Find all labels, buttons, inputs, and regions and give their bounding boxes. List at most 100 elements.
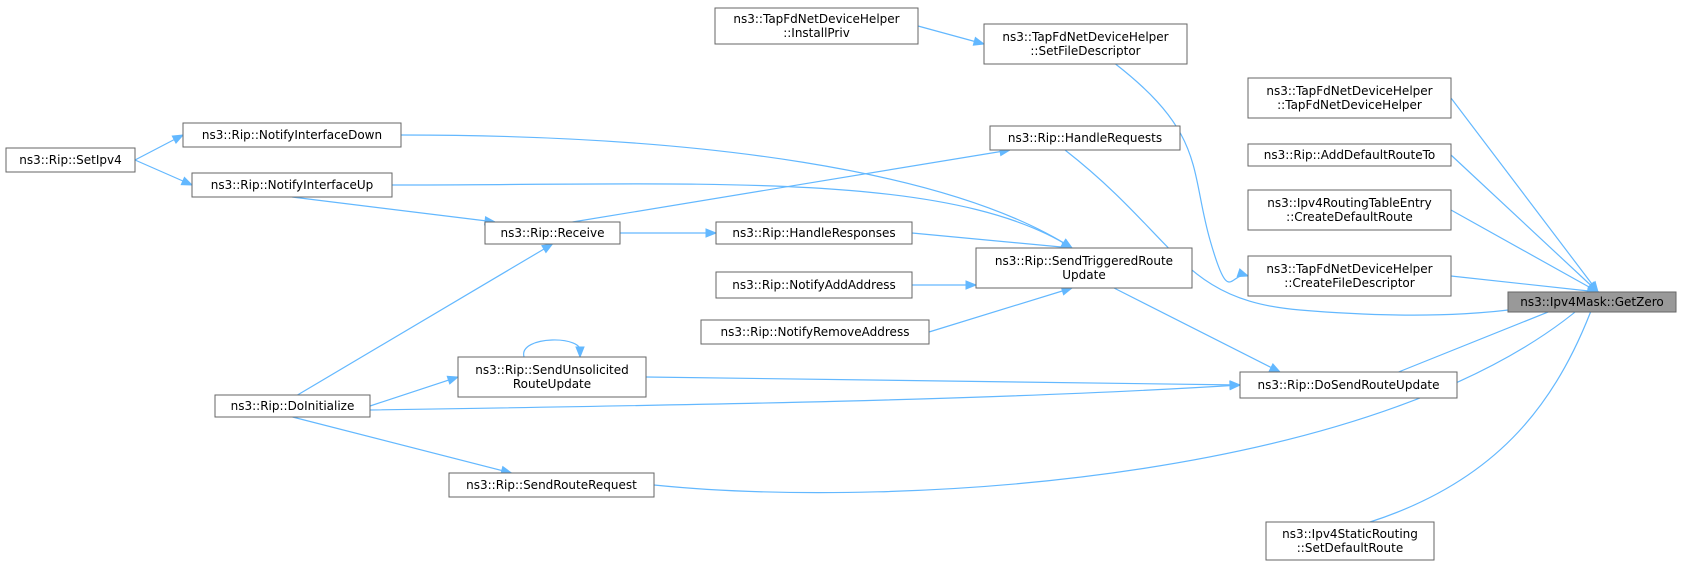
edge-line [1450,97,1599,293]
node-label: Update [1062,268,1105,282]
node-box [457,356,647,398]
edge-arrowhead [965,280,978,290]
edge-SetIpv4-to-NotifyInterfaceUp [134,159,194,186]
node-box [983,23,1188,65]
edge-SendUnsolicited-to-SendUnsolicited [523,339,585,359]
edge-line [653,291,1599,494]
node-box [1239,371,1458,399]
edge-line [911,232,1073,249]
edge-arrowhead [446,375,460,385]
node-add-default-route-to[interactable]: ns3::Rip::AddDefaultRouteTo [1247,143,1452,167]
edge-Receive-to-HandleRequests [572,147,1012,223]
node-label: ns3::Rip::Receive [501,226,605,240]
node-box [1265,521,1435,561]
node-box [700,319,930,345]
edge-DoInitialize-to-Receive [297,243,554,396]
node-box [1507,291,1677,313]
node-get-zero[interactable]: ns3::Ipv4Mask::GetZero [1507,291,1677,313]
node-create-file-descriptor[interactable]: ns3::TapFdNetDeviceHelper::CreateFileDes… [1247,255,1452,297]
node-set-default-route[interactable]: ns3::Ipv4StaticRouting::SetDefaultRoute [1265,521,1435,561]
edge-line [572,149,1011,223]
edge-line [291,196,496,223]
node-set-file-descriptor[interactable]: ns3::TapFdNetDeviceHelper::SetFileDescri… [983,23,1188,65]
edge-line [928,287,1073,333]
node-create-default-route[interactable]: ns3::Ipv4RoutingTableEntry::CreateDefaul… [1247,189,1452,231]
node-label: ::CreateDefaultRoute [1286,210,1413,224]
edge-SetDefaultRoute-to-GetZero [1369,290,1599,523]
node-box [715,221,913,245]
node-box [191,172,393,198]
edge-arrowhead [180,176,194,186]
edge-line [1450,275,1599,293]
edge-NotifyAddAddress-to-SendTriggered [912,280,978,290]
node-receive[interactable]: ns3::Rip::Receive [484,221,621,245]
node-box [1247,143,1452,167]
edge-NotifyRemoveAddress-to-SendTriggered [928,286,1074,333]
node-label: ns3::Rip::SendRouteRequest [466,478,637,492]
node-box [989,125,1181,151]
edge-arrowhead [1229,380,1242,391]
node-label: ns3::Rip::DoSendRouteUpdate [1257,378,1439,392]
node-label: ns3::Rip::NotifyAddAddress [732,278,895,292]
node-install-priv[interactable]: ns3::TapFdNetDeviceHelper::InstallPriv [714,7,919,45]
node-label: ns3::Rip::NotifyRemoveAddress [721,325,910,339]
node-notify-interface-up[interactable]: ns3::Rip::NotifyInterfaceUp [191,172,393,198]
edge-DoInitialize-to-SendRouteRequest [292,416,513,475]
node-box [214,394,371,418]
edge-SetFileDescriptor-to-CreateFileDescriptor [1115,63,1250,283]
node-label: ns3::Rip::NotifyInterfaceDown [202,128,382,142]
node-label: RouteUpdate [513,377,591,391]
node-label: ns3::TapFdNetDeviceHelper [733,12,899,26]
node-label: ns3::Ipv4RoutingTableEntry [1267,196,1431,210]
node-box [1247,255,1452,297]
node-do-send-route-update[interactable]: ns3::Rip::DoSendRouteUpdate [1239,371,1458,399]
edge-line [297,243,553,396]
node-label: ::SetDefaultRoute [1297,541,1403,555]
node-box [5,147,136,173]
node-box [1247,189,1452,231]
edge-line [1450,154,1599,293]
node-layer: ns3::Ipv4Mask::GetZero ns3::TapFdNetDevic… [5,7,1677,561]
edge-CreateDefaultRoute-to-GetZero [1450,209,1600,293]
edge-arrowhead [972,36,986,46]
edge-Receive-to-HandleResponses [620,228,718,238]
node-label: ns3::Rip::SetIpv4 [19,153,122,167]
edge-arrowhead [171,134,185,145]
node-label: ::SetFileDescriptor [1030,44,1140,58]
edge-SetIpv4-to-NotifyInterfaceDown [134,134,185,161]
node-box [975,247,1193,289]
node-label: ns3::Rip::SendTriggeredRoute [995,254,1173,268]
node-set-ipv4[interactable]: ns3::Rip::SetIpv4 [5,147,136,173]
node-handle-responses[interactable]: ns3::Rip::HandleResponses [715,221,913,245]
edge-line [523,339,581,358]
edge-SendUnsolicited-to-DoSendRouteUpdate [645,376,1242,390]
edge-line [292,416,512,474]
node-label: ns3::Rip::AddDefaultRouteTo [1264,148,1436,162]
node-notify-add-address[interactable]: ns3::Rip::NotifyAddAddress [715,271,913,299]
node-notify-interface-down[interactable]: ns3::Rip::NotifyInterfaceDown [182,122,402,148]
edge-AddDefaultRouteTo-to-GetZero [1450,154,1599,293]
node-send-route-request[interactable]: ns3::Rip::SendRouteRequest [448,472,655,498]
edge-line [369,384,1241,411]
node-box [714,7,919,45]
edge-TapCtor-to-GetZero [1450,97,1599,294]
node-tap-ctor[interactable]: ns3::TapFdNetDeviceHelper::TapFdNetDevic… [1247,77,1452,119]
edge-line [369,376,459,407]
node-label: ns3::Rip::DoInitialize [231,399,355,413]
node-label: ns3::Rip::HandleRequests [1008,131,1162,145]
node-box [182,122,402,148]
node-notify-remove-address[interactable]: ns3::Rip::NotifyRemoveAddress [700,319,930,345]
edge-DoInitialize-to-SendUnsolicited [369,375,460,407]
edge-arrowhead [705,228,718,238]
edge-line [400,134,1073,249]
node-label: ns3::Ipv4StaticRouting [1282,527,1418,541]
edge-NotifyInterfaceUp-to-Receive [291,196,497,226]
node-label: ::CreateFileDescriptor [1284,276,1414,290]
edge-InstallPriv-to-SetFileDescriptor [917,25,986,46]
node-handle-requests[interactable]: ns3::Rip::HandleRequests [989,125,1181,151]
node-do-initialize[interactable]: ns3::Rip::DoInitialize [214,394,371,418]
node-box [1247,77,1452,119]
